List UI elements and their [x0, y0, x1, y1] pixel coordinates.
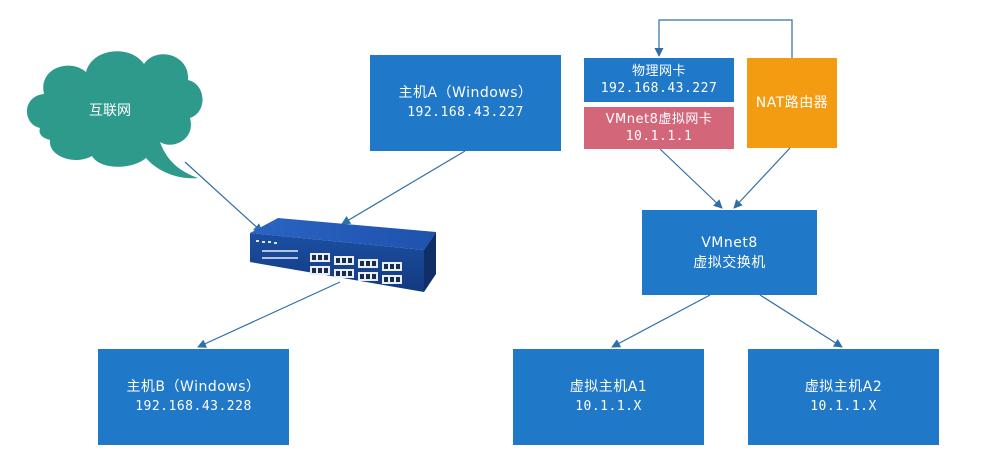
link-nat-vswitch: [733, 147, 791, 209]
link-vswitch-vma2: [759, 294, 843, 348]
link-nat-physnic: [654, 19, 793, 58]
vm-a1-node: 虚拟主机A1 10.1.1.X: [513, 349, 704, 445]
vm-a2-ip: 10.1.1.X: [810, 399, 877, 414]
internet-label: 互联网: [89, 103, 131, 119]
vmnet8-switch-node: VMnet8 虚拟交换机: [642, 210, 817, 295]
nat-router-node: NAT路由器: [747, 58, 837, 148]
link-vmnet8nic-vswitch: [659, 148, 723, 209]
link-internet-switch: [184, 161, 263, 233]
vmnet8-nic-ip: 10.1.1.1: [625, 129, 693, 144]
host-a-ip: 192.168.43.227: [407, 105, 524, 120]
host-b-node: 主机B（Windows） 192.168.43.228: [98, 349, 289, 445]
host-a-node: 主机A（Windows） 192.168.43.227: [370, 55, 561, 151]
physical-nic-name: 物理网卡: [631, 64, 686, 79]
vm-a2-name: 虚拟主机A2: [804, 379, 883, 395]
link-switch-hostb: [197, 281, 341, 348]
link-hosta-switch: [341, 150, 466, 225]
nat-router-label: NAT路由器: [755, 94, 829, 111]
host-a-name: 主机A（Windows）: [398, 85, 533, 101]
vmnet8-nic-name: VMnet8虚拟网卡: [605, 112, 713, 127]
vm-a2-node: 虚拟主机A2 10.1.1.X: [748, 349, 939, 445]
vswitch-line2: 虚拟交换机: [693, 254, 766, 271]
physical-nic-node: 物理网卡 192.168.43.227: [584, 58, 734, 102]
vmnet8-nic-node: VMnet8虚拟网卡 10.1.1.1: [584, 107, 734, 149]
vswitch-line1: VMnet8: [701, 234, 758, 251]
vm-a1-ip: 10.1.1.X: [575, 399, 642, 414]
link-vswitch-vma1: [611, 294, 711, 348]
physical-nic-ip: 192.168.43.227: [600, 81, 718, 96]
network-switch-icon: [250, 218, 436, 292]
vm-a1-name: 虚拟主机A1: [569, 379, 648, 395]
host-b-ip: 192.168.43.228: [135, 399, 252, 414]
cloud-icon: [26, 51, 203, 179]
host-b-name: 主机B（Windows）: [126, 379, 261, 395]
